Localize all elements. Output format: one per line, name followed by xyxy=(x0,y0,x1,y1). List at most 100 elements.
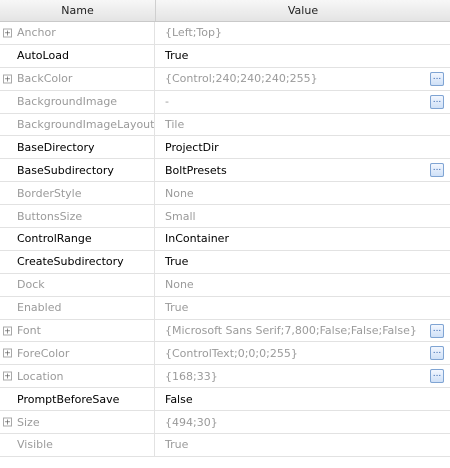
expand-icon[interactable]: + xyxy=(3,74,12,84)
property-value-text: False xyxy=(165,392,193,406)
property-name[interactable]: +BaseDirectory xyxy=(0,136,155,159)
property-value[interactable]: True... xyxy=(155,434,450,456)
property-name-label: BackColor xyxy=(17,72,73,86)
property-value-text: True xyxy=(165,49,189,63)
property-name[interactable]: +BackgroundImageLayout xyxy=(0,113,155,136)
property-name-label: Size xyxy=(17,415,40,429)
property-name-label: BaseDirectory xyxy=(17,140,95,154)
property-value[interactable]: {Left;Top}... xyxy=(155,22,450,44)
property-row[interactable]: +EnabledTrue... xyxy=(0,296,450,320)
property-value[interactable]: Small... xyxy=(155,205,450,227)
property-value-text: {Microsoft Sans Serif;7,800;False;False;… xyxy=(165,324,417,338)
ellipsis-button[interactable]: ... xyxy=(430,71,444,86)
property-value[interactable]: {Microsoft Sans Serif;7,800;False;False;… xyxy=(155,320,450,342)
property-row[interactable]: +ControlRangeInContainer... xyxy=(0,228,450,251)
property-row[interactable]: +BaseDirectoryProjectDir... xyxy=(0,136,450,160)
property-value-text: None xyxy=(165,278,194,292)
property-value[interactable]: {Control;240;240;240;255}... xyxy=(155,68,450,90)
property-value-text: True xyxy=(165,438,189,452)
property-value[interactable]: BoltPresets... xyxy=(155,159,450,181)
property-value[interactable]: None... xyxy=(155,182,450,204)
property-name-label: Visible xyxy=(17,438,53,452)
property-name[interactable]: +BackgroundImage xyxy=(0,90,155,113)
property-value-text: - xyxy=(165,95,169,109)
expand-icon[interactable]: + xyxy=(3,371,12,381)
property-value[interactable]: True... xyxy=(155,45,450,67)
property-value[interactable]: {168;33}... xyxy=(155,365,450,387)
ellipsis-button[interactable]: ... xyxy=(430,346,444,361)
property-value-text: Small xyxy=(165,209,196,223)
property-name-label: AutoLoad xyxy=(17,49,69,63)
ellipsis-button[interactable]: ... xyxy=(430,369,444,384)
property-value[interactable]: -... xyxy=(155,91,450,113)
expand-icon[interactable]: + xyxy=(3,28,12,38)
property-name[interactable]: +Location xyxy=(0,365,155,388)
property-row[interactable]: +BackgroundImage-... xyxy=(0,90,450,114)
property-value-text: {Control;240;240;240;255} xyxy=(165,72,318,86)
property-row[interactable]: + BackColor {Control;240;240;240;255}... xyxy=(0,67,450,91)
property-name[interactable]: +ControlRange xyxy=(0,228,155,250)
property-value[interactable]: None... xyxy=(155,274,450,296)
property-name[interactable]: + BackColor xyxy=(0,67,155,90)
property-name-label: BaseSubdirectory xyxy=(17,163,114,177)
property-value-text: BoltPresets xyxy=(165,163,227,177)
property-name[interactable]: +Visible xyxy=(0,434,155,456)
property-name-label: BackgroundImage xyxy=(17,95,118,109)
property-row[interactable]: +ButtonsSizeSmall... xyxy=(0,205,450,229)
property-name-label: Enabled xyxy=(17,301,62,315)
expand-icon[interactable]: + xyxy=(3,417,12,427)
name-column-header[interactable]: Name xyxy=(0,0,156,21)
property-value-text: None xyxy=(165,186,194,200)
property-row[interactable]: +DockNone... xyxy=(0,273,450,297)
property-name[interactable]: + Size xyxy=(0,411,155,434)
property-name[interactable]: + Anchor xyxy=(0,22,155,44)
property-value[interactable]: False... xyxy=(155,388,450,410)
property-row[interactable]: + Anchor {Left;Top}... xyxy=(0,22,450,45)
property-value[interactable]: {ControlText;0;0;0;255}... xyxy=(155,342,450,364)
property-name[interactable]: +Enabled xyxy=(0,296,155,319)
property-value[interactable]: ProjectDir... xyxy=(155,136,450,158)
property-row[interactable]: +VisibleTrue... xyxy=(0,434,450,457)
property-row[interactable]: + Size {494;30}... xyxy=(0,411,450,435)
property-row[interactable]: +CreateSubdirectoryTrue... xyxy=(0,250,450,274)
property-row[interactable]: +BaseSubdirectoryBoltPresets... xyxy=(0,159,450,183)
property-value[interactable]: True... xyxy=(155,297,450,319)
property-name-label: Font xyxy=(17,324,41,338)
property-value[interactable]: Tile... xyxy=(155,114,450,136)
property-name[interactable]: +ButtonsSize xyxy=(0,205,155,228)
property-name-label: PromptBeforeSave xyxy=(17,392,120,406)
property-row[interactable]: +BackgroundImageLayoutTile... xyxy=(0,113,450,137)
property-name[interactable]: + Font xyxy=(0,319,155,342)
property-name[interactable]: +ForeColor xyxy=(0,342,155,365)
property-value-text: Tile xyxy=(165,118,185,131)
expand-icon[interactable]: + xyxy=(3,348,12,358)
property-name-label: BorderStyle xyxy=(17,186,82,200)
property-name-label: ButtonsSize xyxy=(17,209,83,223)
property-value-text: {Left;Top} xyxy=(165,26,222,40)
property-name-label: Anchor xyxy=(17,26,56,40)
ellipsis-button[interactable]: ... xyxy=(430,94,444,109)
property-row[interactable]: + Font {Microsoft Sans Serif;7,800;False;F… xyxy=(0,319,450,343)
property-row[interactable]: +BorderStyleNone... xyxy=(0,182,450,206)
property-row[interactable]: +Location{168;33}... xyxy=(0,365,450,389)
property-row[interactable]: +PromptBeforeSaveFalse... xyxy=(0,388,450,412)
property-name[interactable]: +Dock xyxy=(0,273,155,296)
property-name-label: CreateSubdirectory xyxy=(17,255,124,269)
property-name[interactable]: +AutoLoad xyxy=(0,44,155,67)
property-value[interactable]: InContainer... xyxy=(155,228,450,250)
property-value-text: InContainer xyxy=(165,232,229,246)
ellipsis-button[interactable]: ... xyxy=(430,323,444,338)
property-row[interactable]: +AutoLoadTrue... xyxy=(0,44,450,68)
property-name[interactable]: +PromptBeforeSave xyxy=(0,388,155,411)
property-value[interactable]: {494;30}... xyxy=(155,411,450,433)
property-name[interactable]: +BaseSubdirectory xyxy=(0,159,155,182)
property-value-text: {ControlText;0;0;0;255} xyxy=(165,346,298,360)
value-column-header[interactable]: Value xyxy=(287,4,319,17)
property-row[interactable]: +ForeColor{ControlText;0;0;0;255}... xyxy=(0,342,450,366)
property-value[interactable]: True... xyxy=(155,251,450,273)
property-name[interactable]: +BorderStyle xyxy=(0,182,155,205)
expand-icon[interactable]: + xyxy=(3,326,12,336)
property-name[interactable]: +CreateSubdirectory xyxy=(0,250,155,273)
property-grid: Name Value +Anchor{Left;Top}...+AutoLoad… xyxy=(0,0,450,457)
ellipsis-button[interactable]: ... xyxy=(430,163,444,178)
